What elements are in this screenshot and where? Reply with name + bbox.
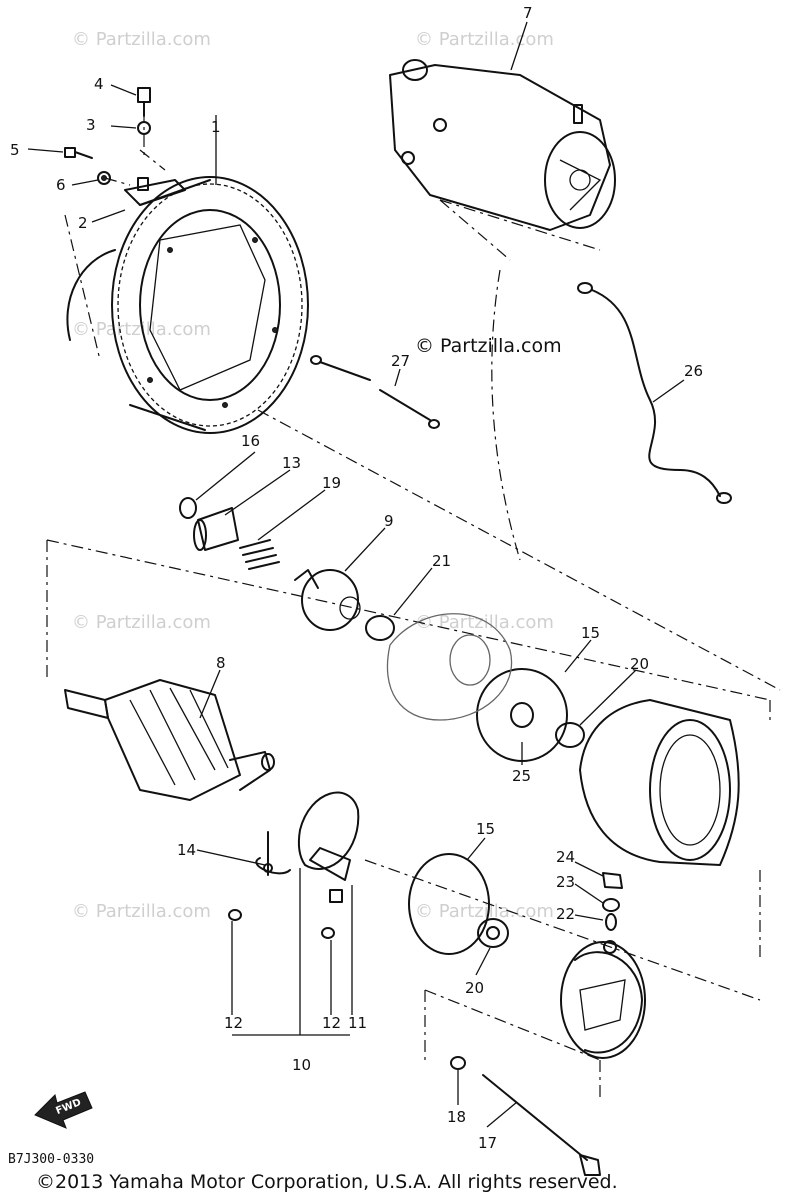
assembly-guide-lines bbox=[46, 110, 781, 1100]
washer-lower bbox=[477, 918, 509, 948]
diagram-code: B7J300-0330 bbox=[8, 1152, 94, 1167]
through-bolt bbox=[310, 355, 440, 429]
callout-7: 7 bbox=[523, 4, 533, 22]
callout-4: 4 bbox=[94, 75, 104, 93]
callout-15a: 15 bbox=[581, 624, 600, 642]
callout-20b: 20 bbox=[465, 979, 484, 997]
starter-motor bbox=[389, 59, 616, 231]
callout-10: 10 bbox=[292, 1056, 311, 1074]
callout-2: 2 bbox=[78, 214, 88, 232]
watermark: © Partzilla.com bbox=[72, 901, 211, 922]
clutch-components bbox=[179, 497, 361, 631]
callout-14: 14 bbox=[177, 841, 196, 859]
bracket-hardware bbox=[64, 87, 186, 206]
callout-13: 13 bbox=[282, 454, 301, 472]
callout-22: 22 bbox=[556, 905, 575, 923]
long-bolt bbox=[482, 1074, 601, 1176]
rear-cover bbox=[560, 940, 646, 1059]
callout-19: 19 bbox=[322, 474, 341, 492]
o-ring-lower bbox=[408, 853, 490, 955]
callout-1: 1 bbox=[211, 118, 221, 136]
watermark: © Partzilla.com bbox=[72, 29, 211, 50]
callout-18: 18 bbox=[447, 1108, 466, 1126]
leader-lines bbox=[27, 21, 685, 1128]
callout-6: 6 bbox=[56, 176, 66, 194]
washer-18 bbox=[450, 1056, 466, 1070]
watermark-layer: © Partzilla.com © Partzilla.com © Partzi… bbox=[72, 29, 554, 922]
callout-11: 11 bbox=[348, 1014, 367, 1032]
callout-21: 21 bbox=[432, 552, 451, 570]
callout-16: 16 bbox=[241, 432, 260, 450]
callout-5: 5 bbox=[10, 141, 20, 159]
callout-8: 8 bbox=[216, 654, 226, 672]
watermark: © Partzilla.com bbox=[415, 29, 554, 50]
forward-arrow-icon: FWD bbox=[34, 1091, 93, 1129]
armature bbox=[64, 679, 275, 801]
callout-20a: 20 bbox=[630, 655, 649, 673]
callout-12b: 12 bbox=[322, 1014, 341, 1032]
yoke-housing bbox=[579, 699, 740, 866]
watermark: © Partzilla.com bbox=[72, 612, 211, 633]
callout-26: 26 bbox=[684, 362, 703, 380]
front-cover-ghost bbox=[386, 613, 513, 721]
callout-24: 24 bbox=[556, 848, 575, 866]
watermark-center: © Partzilla.com bbox=[415, 335, 562, 357]
callout-27: 27 bbox=[391, 352, 410, 370]
callout-9: 9 bbox=[384, 512, 394, 530]
callout-23: 23 bbox=[556, 873, 575, 891]
washers-seals bbox=[365, 615, 585, 762]
watermark: © Partzilla.com bbox=[415, 612, 554, 633]
lead-wire bbox=[577, 282, 732, 504]
watermark: © Partzilla.com bbox=[415, 901, 554, 922]
callout-3: 3 bbox=[86, 116, 96, 134]
brush-holder bbox=[228, 791, 360, 939]
callout-12a: 12 bbox=[224, 1014, 243, 1032]
copyright-notice: ©2013 Yamaha Motor Corporation, U.S.A. A… bbox=[36, 1171, 618, 1193]
callout-15b: 15 bbox=[476, 820, 495, 838]
ring-gear bbox=[66, 176, 309, 434]
callout-25: 25 bbox=[512, 767, 531, 785]
terminal-hardware bbox=[602, 872, 623, 931]
callout-labels: 1 2 3 4 5 6 7 8 9 10 11 12 12 13 14 15 1… bbox=[10, 4, 703, 1152]
callout-17: 17 bbox=[478, 1134, 497, 1152]
